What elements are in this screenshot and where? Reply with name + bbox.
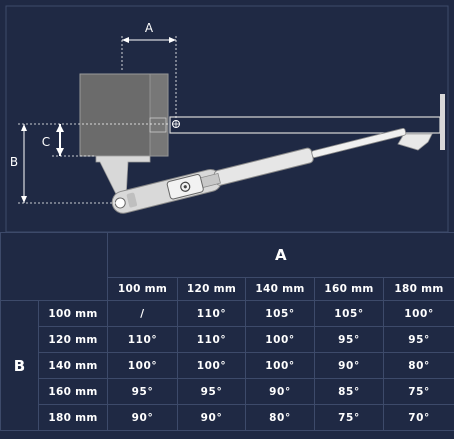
dim-c-label: C — [42, 135, 50, 149]
table-cell: 100° — [382, 300, 454, 327]
table-cell: 105° — [245, 300, 315, 327]
table-cell: 80° — [382, 352, 454, 379]
column-header: 180 mm — [382, 277, 454, 301]
table-cell: 95° — [382, 326, 454, 353]
column-header: 140 mm — [245, 277, 315, 301]
table-cell: 90° — [177, 404, 246, 431]
row-header: 120 mm — [38, 326, 108, 353]
table-cell: 110° — [177, 300, 246, 327]
actuator — [111, 127, 407, 214]
diagram-frame — [5, 5, 449, 232]
installation-diagram-svg: A B C — [5, 5, 449, 232]
angle-table-wrap: A 100 mm 120 mm 140 mm 160 mm 180 mm B 1… — [0, 232, 454, 439]
row-group-header: B — [0, 300, 39, 431]
dim-b-label: B — [10, 155, 18, 169]
table-cell: 95° — [314, 326, 384, 353]
table-cell: 90° — [245, 378, 315, 405]
table-row: 180 mm 90° 90° 80° 75° 70° — [1, 404, 454, 431]
row-header: 160 mm — [38, 378, 108, 405]
table-row: B 100 mm / 110° 105° 105° 100° — [0, 300, 454, 431]
column-header: 160 mm — [314, 277, 384, 301]
gate-post — [440, 94, 445, 150]
column-header-row: 100 mm 120 mm 140 mm 160 mm 180 mm — [1, 277, 454, 301]
table-cell: 110° — [107, 326, 178, 353]
column-group-header: A — [106, 232, 454, 278]
table-corner — [0, 232, 108, 301]
table-cell: 110° — [177, 326, 246, 353]
table-cell: / — [107, 300, 178, 327]
row-header: 140 mm — [38, 352, 108, 379]
actuator-rod — [311, 127, 407, 158]
gate-leaf — [169, 116, 441, 134]
opening-angle-table: A 100 mm 120 mm 140 mm 160 mm 180 mm B 1… — [0, 232, 454, 431]
table-row: 140 mm 100° 100° 100° 90° 80° — [1, 352, 454, 379]
dim-a-label: A — [145, 21, 154, 35]
table-cell: 75° — [382, 378, 454, 405]
installation-diagram: A B C — [5, 5, 449, 232]
table-cell: 80° — [245, 404, 315, 431]
table-cell: 75° — [314, 404, 384, 431]
table-cell: 95° — [177, 378, 246, 405]
table-cell: 95° — [107, 378, 178, 405]
table-cell: 90° — [314, 352, 384, 379]
table-cell: 100° — [245, 326, 315, 353]
column-header: 120 mm — [177, 277, 246, 301]
gate-bracket — [397, 133, 433, 151]
actuator-tube — [213, 147, 314, 186]
table-cell: 85° — [314, 378, 384, 405]
table-row: 120 mm 110° 110° 100° 95° 95° — [1, 326, 454, 353]
row-header: 180 mm — [38, 404, 108, 431]
table-cell: 105° — [314, 300, 384, 327]
pillar-side — [149, 73, 169, 157]
table-cell: 100° — [177, 352, 246, 379]
column-header: 100 mm — [107, 277, 178, 301]
table-cell: 100° — [245, 352, 315, 379]
table-cell: 90° — [107, 404, 178, 431]
row-header: 100 mm — [38, 300, 108, 327]
table-cell: 70° — [382, 404, 454, 431]
table-cell: 100° — [107, 352, 178, 379]
table-row: 160 mm 95° 95° 90° 85° 75° — [1, 378, 454, 405]
